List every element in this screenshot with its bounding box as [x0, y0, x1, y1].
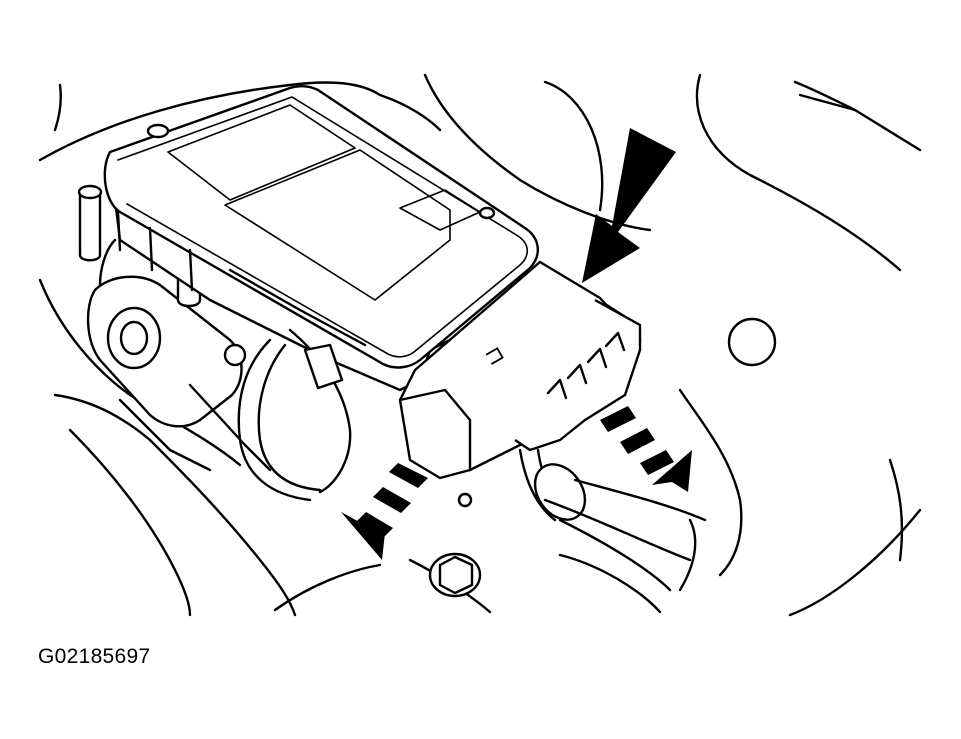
dashed-release-arrow-right-icon — [600, 406, 692, 492]
mounting-bracket — [86, 238, 272, 472]
control-module — [103, 85, 539, 392]
electrical-connector: ⊐ — [398, 260, 642, 480]
large-down-left-arrow-icon — [582, 128, 676, 283]
figure-id-label: G02185697 — [38, 645, 151, 668]
mounting-nut — [223, 343, 482, 598]
wiring-harness — [237, 328, 707, 592]
dashed-release-arrow-left-icon — [341, 463, 428, 560]
background-structure — [38, 73, 922, 617]
